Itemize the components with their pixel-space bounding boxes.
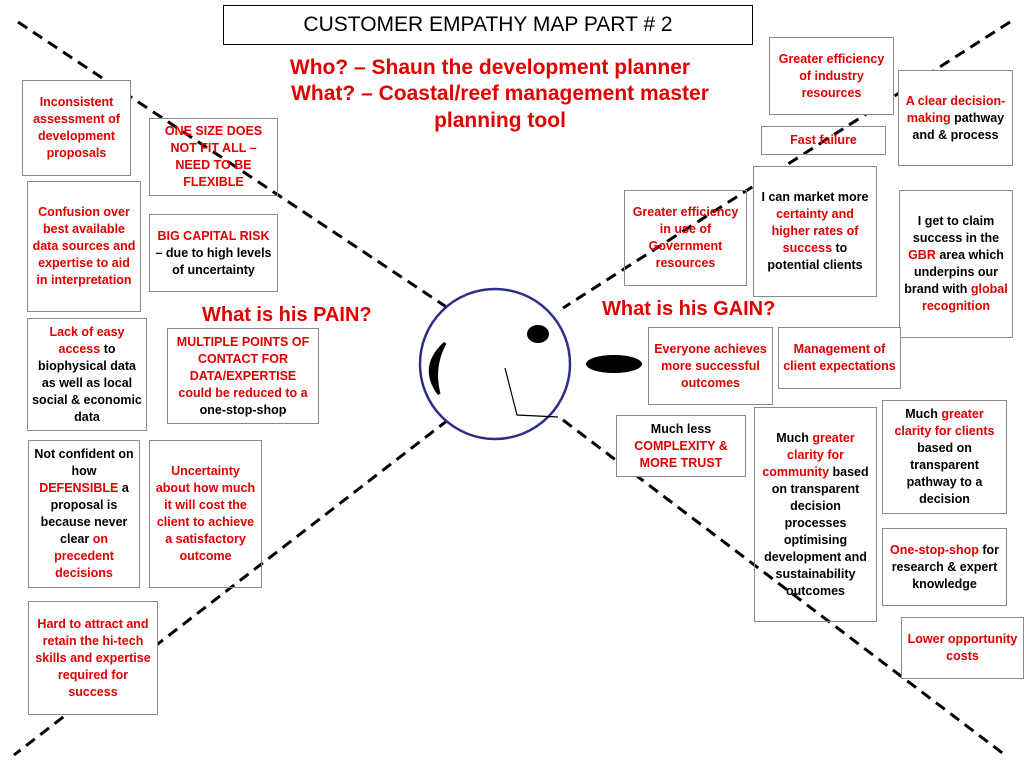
nose-shape xyxy=(586,355,642,373)
diagonal-line-right-top xyxy=(562,20,1011,310)
card-text-red: greater clarity for clients xyxy=(894,407,995,438)
card-text: Inconsistent assessment of development p… xyxy=(27,94,126,162)
pain-card: Inconsistent assessment of development p… xyxy=(22,80,131,176)
gain-card: Much greater clarity for clients based o… xyxy=(882,400,1007,514)
card-text-black: area which underpins our brand with xyxy=(904,248,1004,296)
diagonal-line-left-top xyxy=(17,20,449,310)
pain-card: Lack of easy access to biophysical data … xyxy=(27,318,147,431)
card-text: Greater efficiency of industry resources xyxy=(774,51,889,102)
card-text-black: Much xyxy=(776,430,813,445)
card-text: Uncertainty about how much it will cost … xyxy=(154,463,257,565)
card-text-black: for research & expert knowledge xyxy=(891,542,1000,591)
card-text-red: Hard to attract and retain the hi-tech s… xyxy=(35,616,151,699)
card-text-black: Not confident on how xyxy=(34,447,134,478)
face xyxy=(418,287,642,441)
card-text: BIG CAPITAL RISK – due to high levels of… xyxy=(154,228,273,279)
card-text: ONE SIZE DOES NOT FIT ALL – NEED TO BE F… xyxy=(154,123,273,191)
card-text-red: Lack of easy access xyxy=(49,324,125,356)
pain-card: Not confident on how DEFENSIBLE a propos… xyxy=(28,440,140,588)
gain-card: A clear decision-making pathway and & pr… xyxy=(898,70,1013,166)
gain-card: Everyone achieves more successful outcom… xyxy=(648,327,773,405)
card-text-red: Lower opportunity costs xyxy=(907,632,1018,663)
who-heading: Who? – Shaun the development planner xyxy=(289,56,691,79)
pain-card: Hard to attract and retain the hi-tech s… xyxy=(28,601,158,715)
card-text: Everyone achieves more successful outcom… xyxy=(653,341,768,392)
gain-card: I get to claim success in the GBR area w… xyxy=(899,190,1013,338)
what-heading-line2: planning tool xyxy=(434,109,566,133)
gain-card: Much greater clarity for community based… xyxy=(754,407,877,622)
card-text-red: DEFENSIBLE xyxy=(39,481,119,495)
card-text: Hard to attract and retain the hi-tech s… xyxy=(33,616,153,701)
pain-question: What is his PAIN? xyxy=(202,304,372,326)
card-text-black: Much less xyxy=(650,421,712,436)
card-text-black: I get to claim success in the xyxy=(912,214,1000,245)
card-text-red: Management of client expectations xyxy=(783,342,896,373)
gain-card: Management of client expectations xyxy=(778,327,901,389)
card-text-red: Greater efficiency in use of Government … xyxy=(632,205,739,270)
card-text: One-stop-shop for research & expert know… xyxy=(887,542,1002,593)
card-text: Greater efficiency in use of Government … xyxy=(629,204,742,272)
eye-shape xyxy=(527,325,549,343)
card-text: Much greater clarity for clients based o… xyxy=(887,406,1002,508)
card-text-black: based on transparent decision processes … xyxy=(764,464,869,598)
card-text: I can market more certainty and higher r… xyxy=(758,189,872,274)
gain-card: Greater efficiency in use of Government … xyxy=(624,190,747,286)
card-text: I get to claim success in the GBR area w… xyxy=(904,213,1008,315)
gain-card: Fast failure xyxy=(761,126,886,155)
card-text-red: Inconsistent assessment of development p… xyxy=(33,95,120,160)
card-text-red: Confusion over best available data sourc… xyxy=(32,205,136,287)
card-text: Management of client expectations xyxy=(783,341,896,375)
card-text-red: certainty and higher rates of success xyxy=(771,207,859,255)
card-text: Much less COMPLEXITY & MORE TRUST xyxy=(621,421,741,472)
card-text: Fast failure xyxy=(766,132,881,149)
gain-card: Greater efficiency of industry resources xyxy=(769,37,894,115)
card-text-red: Fast failure xyxy=(790,133,857,147)
card-text: Lower opportunity costs xyxy=(906,631,1019,665)
card-text-red: Uncertainty about how much it will cost … xyxy=(155,464,256,563)
card-text-red: COMPLEXITY & MORE TRUST xyxy=(634,438,728,470)
card-text-black: I can market more xyxy=(761,190,869,204)
card-text: Lack of easy access to biophysical data … xyxy=(32,324,142,426)
card-text-black: to biophysical data as well as local soc… xyxy=(32,341,142,424)
card-text-black: Much xyxy=(905,407,942,421)
card-text-red: ONE SIZE DOES NOT FIT ALL – NEED TO BE F… xyxy=(164,124,263,189)
pain-card: MULTIPLE POINTS OF CONTACT FOR DATA/EXPE… xyxy=(167,328,319,424)
card-text-red: GBR xyxy=(908,248,936,262)
card-text-black: based on transparent pathway to a decisi… xyxy=(906,441,983,506)
card-text-black: a proposal is because never clear xyxy=(40,481,129,546)
gain-card: Much less COMPLEXITY & MORE TRUST xyxy=(616,415,746,477)
pain-card: Confusion over best available data sourc… xyxy=(27,181,141,312)
card-text-black: to potential clients xyxy=(767,241,863,272)
card-text: MULTIPLE POINTS OF CONTACT FOR DATA/EXPE… xyxy=(172,334,314,419)
card-text: Much greater clarity for community based… xyxy=(759,430,872,600)
card-text-black: one-stop-shop xyxy=(199,402,287,417)
page-title: CUSTOMER EMPATHY MAP PART # 2 xyxy=(223,5,753,45)
what-heading: What? – Coastal/reef management master p… xyxy=(230,80,770,135)
ear-shape xyxy=(428,341,447,395)
card-text-black: pathway and & process xyxy=(912,110,1005,142)
card-text-red: A clear decision-making xyxy=(905,93,1006,125)
gain-question: What is his GAIN? xyxy=(602,298,776,320)
card-text-black: – due to high levels of uncertainty xyxy=(155,245,272,277)
card-text-red: MULTIPLE POINTS OF CONTACT FOR DATA/EXPE… xyxy=(176,334,310,400)
card-text: A clear decision-making pathway and & pr… xyxy=(903,93,1008,144)
card-text-red: One-stop-shop xyxy=(889,542,979,557)
card-text-red: greater clarity for community xyxy=(762,430,855,479)
pain-card: BIG CAPITAL RISK – due to high levels of… xyxy=(149,214,278,292)
card-text-red: Greater efficiency of industry resources xyxy=(778,51,885,100)
card-text-red: global recognition xyxy=(921,282,1008,313)
pain-card: Uncertainty about how much it will cost … xyxy=(149,440,262,588)
card-text-red: BIG CAPITAL RISK xyxy=(157,228,270,243)
card-text-red: on precedent decisions xyxy=(54,532,114,580)
gain-card: One-stop-shop for research & expert know… xyxy=(882,528,1007,606)
gain-card: I can market more certainty and higher r… xyxy=(753,166,877,297)
card-text: Confusion over best available data sourc… xyxy=(32,204,136,289)
card-text: Not confident on how DEFENSIBLE a propos… xyxy=(33,446,135,582)
pain-card: ONE SIZE DOES NOT FIT ALL – NEED TO BE F… xyxy=(149,118,278,196)
gain-card: Lower opportunity costs xyxy=(901,617,1024,679)
what-heading-line1: What? – Coastal/reef management master xyxy=(291,82,709,105)
mouth-line xyxy=(504,367,559,418)
card-text-red: Everyone achieves more successful outcom… xyxy=(654,341,767,390)
